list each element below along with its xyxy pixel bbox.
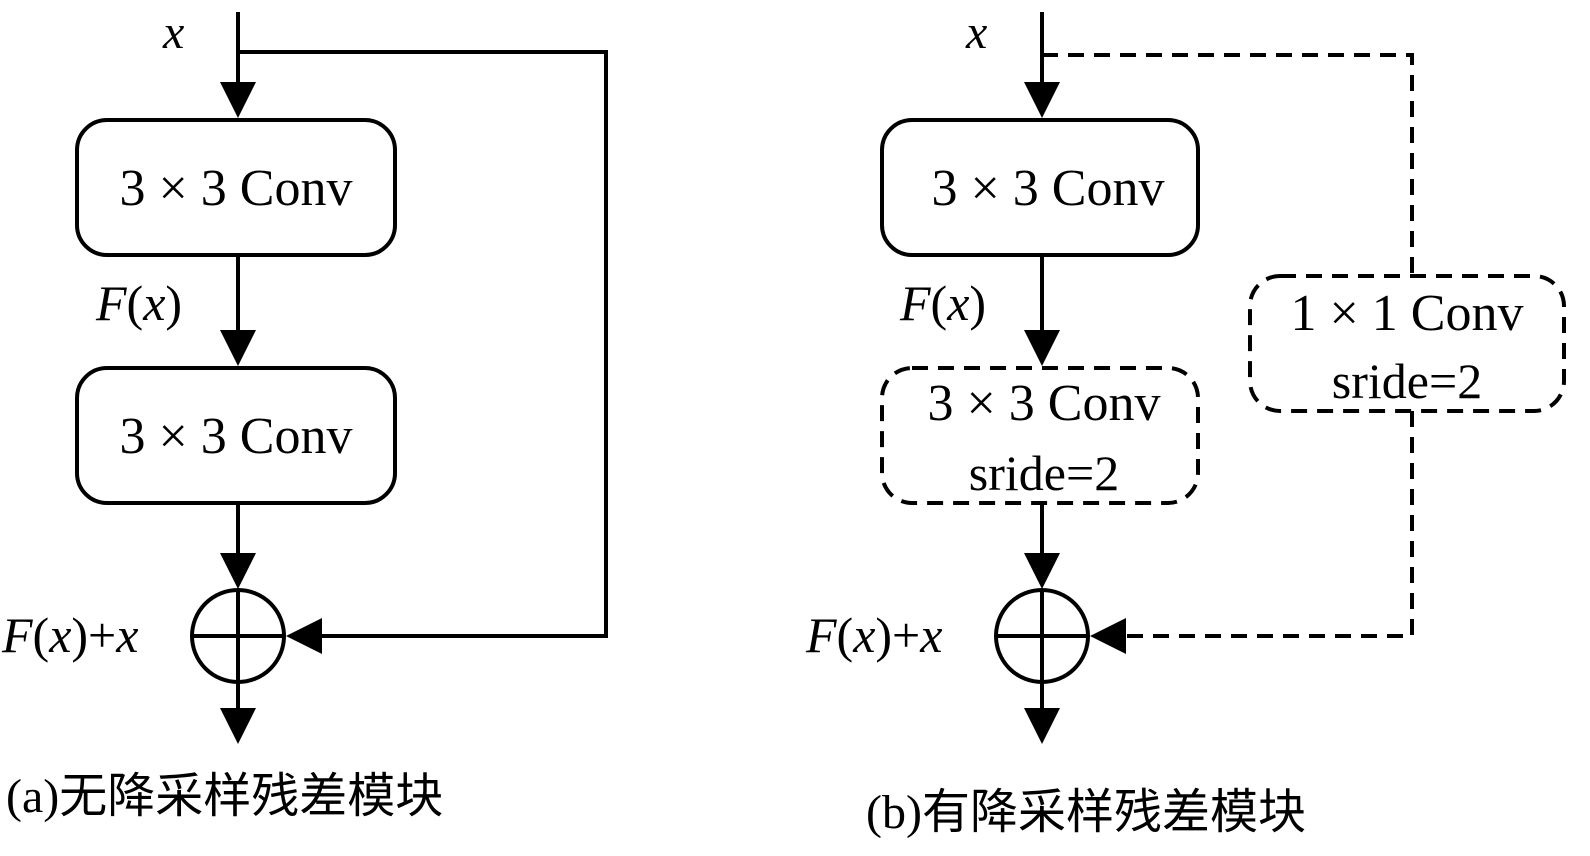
panel-b-conv2-sub: sride=2	[969, 445, 1119, 501]
panel-b-mid-arrowhead	[1024, 330, 1060, 366]
panel-b-shortcut-arrowhead	[1090, 618, 1126, 654]
panel-b-caption: (b)有降采样残差模块	[866, 786, 1306, 839]
panel-a-output-arrowhead	[220, 708, 256, 744]
panel-b-sum-label: F(x)+x	[805, 607, 942, 663]
panel-b-conv1-label: 3 × 3 Conv	[931, 160, 1164, 217]
panel-b-shortcut-label: 1 × 1 Conv	[1290, 285, 1523, 342]
panel-a-mid-arrowhead	[220, 330, 256, 366]
panel-b-input-label: x	[965, 6, 987, 59]
panel-b-output-arrowhead	[1024, 708, 1060, 744]
panel-a-sum-arrowhead	[220, 553, 256, 589]
panel-b-sum-arrowhead	[1024, 553, 1060, 589]
panel-a-input-label: x	[162, 6, 184, 59]
panel-a-sum-label: F(x)+x	[1, 607, 138, 663]
panel-b-shortcut-box	[1248, 274, 1566, 413]
panel-a-caption: (a)无降采样残差模块	[6, 770, 443, 823]
panel-a-skip-connection	[238, 50, 608, 638]
panel-b-shortcut-top	[1042, 53, 1414, 276]
panel-a: x 3 × 3 Conv F(x) 3 × 3 Conv F(x)+x (a)无…	[1, 6, 608, 823]
panel-b-shortcut-sub: sride=2	[1332, 353, 1482, 409]
panel-a-fx-label: F(x)	[95, 275, 182, 331]
panel-a-conv2-label: 3 × 3 Conv	[119, 408, 352, 465]
panel-b-input-arrowhead	[1024, 82, 1060, 118]
panel-a-conv1-label: 3 × 3 Conv	[119, 160, 352, 217]
panel-a-skip-arrowhead	[286, 618, 322, 654]
panel-b-conv2-label: 3 × 3 Conv	[927, 375, 1160, 432]
panel-b-fx-label: F(x)	[899, 275, 986, 331]
panel-b: x 1 × 1 Conv sride=2 3 × 3 Conv F(x) 3 ×…	[805, 6, 1566, 839]
panel-a-input-arrowhead	[220, 82, 256, 118]
